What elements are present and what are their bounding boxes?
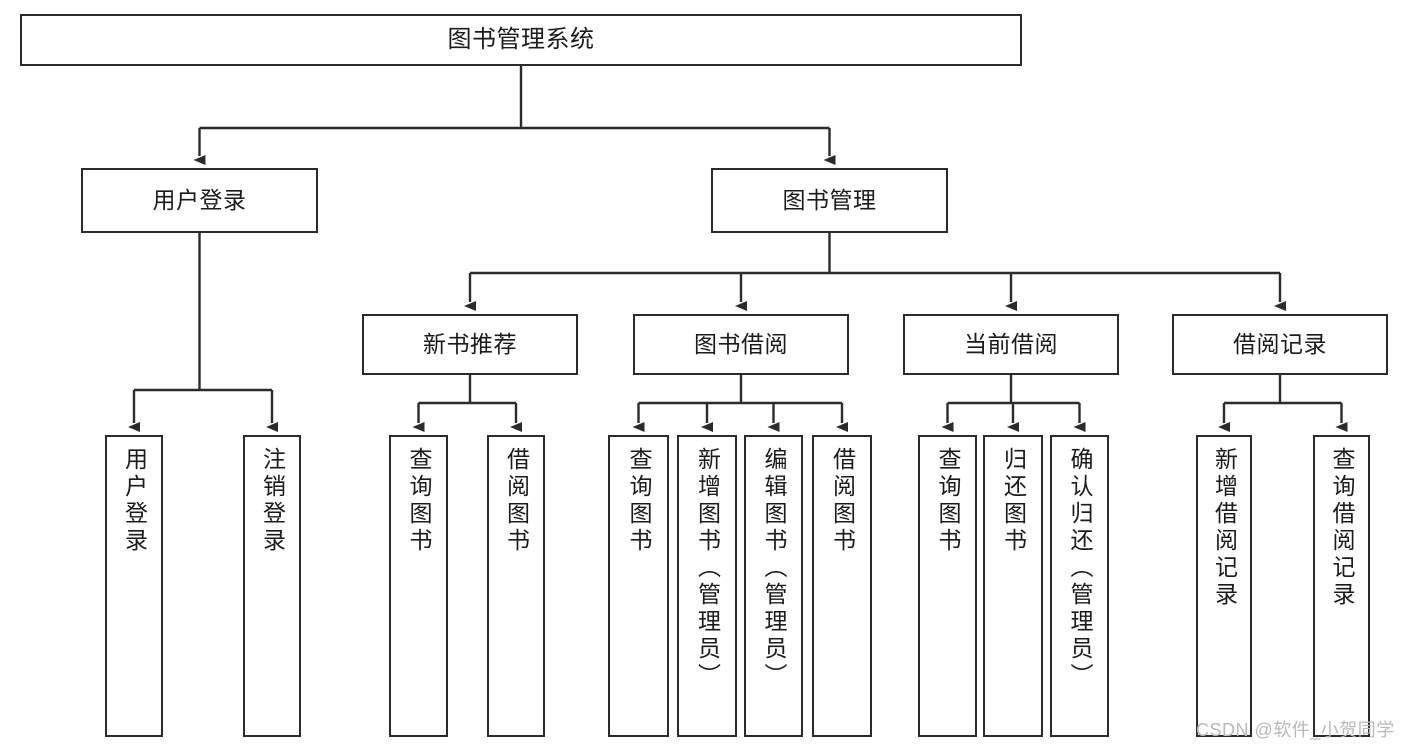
node-leaf_cu_conf[interactable]: 确认归还（管理员） <box>1050 435 1109 737</box>
node-leaf_login[interactable]: 用户登录 <box>105 435 163 737</box>
node-label: 当前借阅 <box>964 331 1058 358</box>
node-leaf_logout[interactable]: 注销登录 <box>243 435 301 737</box>
node-label: 借阅记录 <box>1233 331 1327 358</box>
node-label: 查询借阅记录 <box>1329 447 1355 609</box>
node-label: 查询图书 <box>935 447 961 555</box>
node-label: 图书管理 <box>782 187 877 214</box>
node-leaf_nb_query[interactable]: 查询图书 <box>389 435 448 737</box>
node-leaf_bo_borrow[interactable]: 借阅图书 <box>812 435 872 737</box>
node-label: 用户登录 <box>121 447 148 555</box>
node-label: 归还图书 <box>1000 447 1027 555</box>
node-root[interactable]: 图书管理系统 <box>20 14 1022 66</box>
node-records[interactable]: 借阅记录 <box>1172 314 1388 375</box>
node-leaf_cu_query[interactable]: 查询图书 <box>918 435 977 737</box>
node-label: 借阅图书 <box>829 447 856 555</box>
node-label: 新书推荐 <box>423 331 517 358</box>
node-label: 用户登录 <box>152 187 247 214</box>
node-leaf_rc_query[interactable]: 查询借阅记录 <box>1313 435 1370 737</box>
csdn-watermark: CSDN @软件_小贺同学 <box>1196 720 1395 740</box>
node-label: 新增借阅记录 <box>1211 447 1238 609</box>
node-label: 编辑图书（管理员） <box>761 447 787 690</box>
node-leaf_rc_add[interactable]: 新增借阅记录 <box>1196 435 1252 737</box>
node-book_mgmt[interactable]: 图书管理 <box>711 168 948 233</box>
node-new_book[interactable]: 新书推荐 <box>362 314 578 375</box>
node-leaf_nb_borrow[interactable]: 借阅图书 <box>487 435 545 737</box>
node-label: 确认归还（管理员） <box>1067 447 1093 690</box>
node-current[interactable]: 当前借阅 <box>903 314 1119 375</box>
node-leaf_bo_add[interactable]: 新增图书（管理员） <box>677 435 737 737</box>
node-label: 图书借阅 <box>694 331 788 358</box>
node-leaf_cu_return[interactable]: 归还图书 <box>983 435 1043 737</box>
node-label: 查询图书 <box>406 447 432 555</box>
node-label: 注销登录 <box>259 447 286 555</box>
node-user_login[interactable]: 用户登录 <box>81 168 318 233</box>
node-leaf_bo_query[interactable]: 查询图书 <box>608 435 669 737</box>
node-label: 查询图书 <box>626 447 652 555</box>
node-label: 图书管理系统 <box>447 26 595 54</box>
node-leaf_bo_edit[interactable]: 编辑图书（管理员） <box>744 435 803 737</box>
node-label: 新增图书（管理员） <box>694 447 721 690</box>
node-label: 借阅图书 <box>503 447 530 555</box>
node-borrow[interactable]: 图书借阅 <box>633 314 849 375</box>
